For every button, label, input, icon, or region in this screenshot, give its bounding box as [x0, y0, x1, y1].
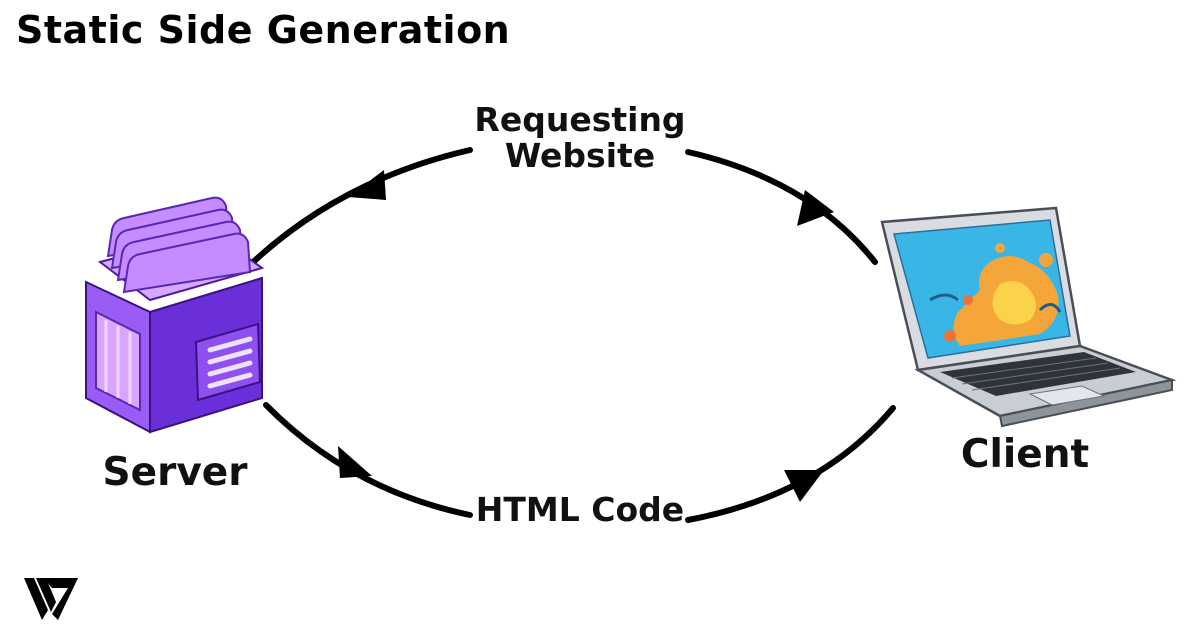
arrowhead-up-icon [797, 190, 834, 226]
request-arc [247, 147, 878, 268]
request-edge-label: Requesting Website [440, 102, 720, 173]
response-arc [263, 402, 896, 523]
client-label: Client [960, 432, 1090, 477]
arrowhead-up-right-icon [784, 470, 824, 502]
server-label: Server [102, 450, 248, 495]
response-edge-label: HTML Code [475, 490, 685, 529]
laptop-icon [880, 206, 1177, 428]
arrowhead-left-icon [348, 170, 386, 200]
arrowhead-right-icon [338, 446, 372, 478]
brand-logo-icon [24, 578, 78, 620]
screen-art [929, 243, 1062, 346]
server-box-icon [85, 196, 265, 434]
request-label-line2: Website [504, 135, 656, 175]
request-label-line1: Requesting [474, 100, 686, 139]
page-title: Static Side Generation [16, 8, 511, 52]
